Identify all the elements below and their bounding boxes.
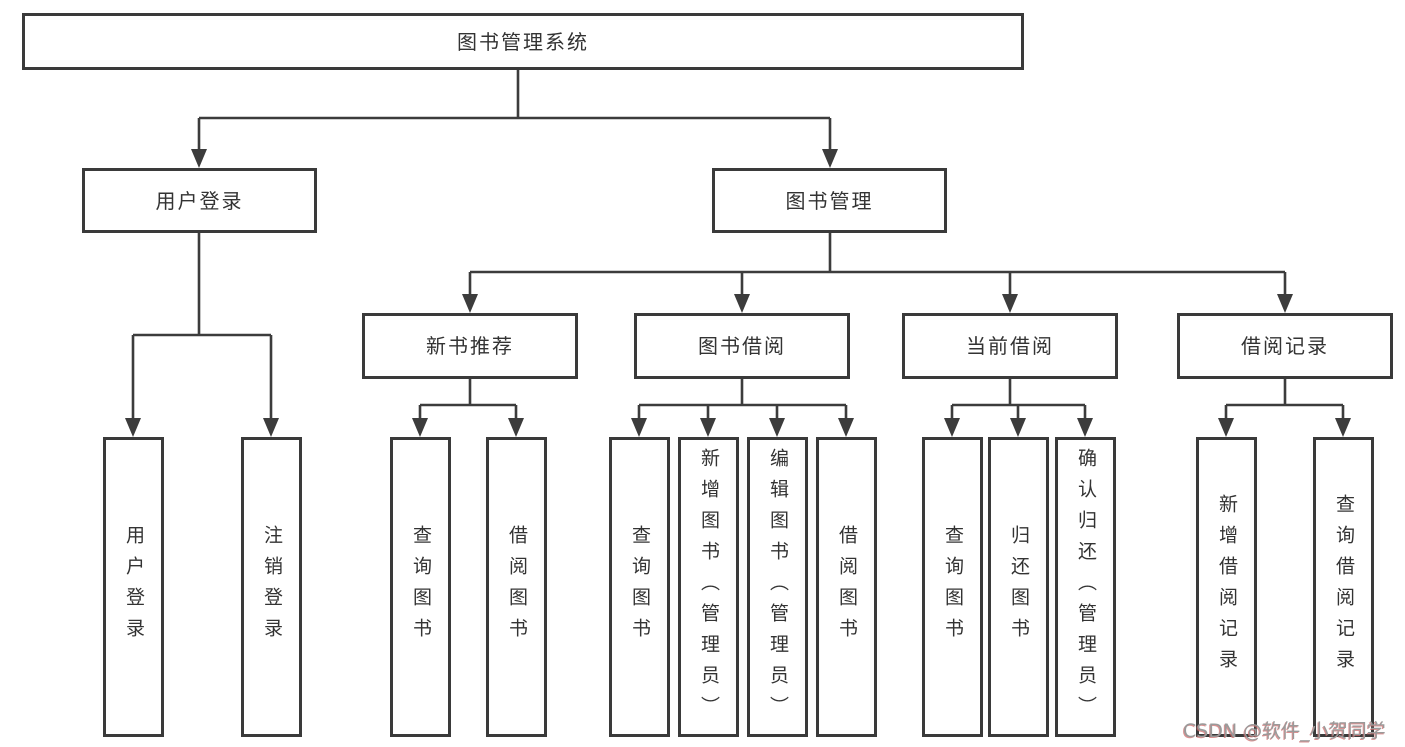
- leaf-logout: 注销登录: [241, 437, 302, 737]
- node-book-borrow: 图书借阅: [634, 313, 850, 379]
- leaf-query-book: 查询图书: [390, 437, 451, 737]
- leaf-confirm-return-admin: 确认归还（管理员）: [1055, 437, 1116, 737]
- leaf-query-book-2: 查询图书: [609, 437, 670, 737]
- node-current-borrow: 当前借阅: [902, 313, 1118, 379]
- arrowheads: [125, 149, 1351, 437]
- leaf-add-book-admin: 新增图书（管理员）: [678, 437, 739, 737]
- leaf-add-borrow-record: 新增借阅记录: [1196, 437, 1257, 737]
- leaf-borrow-book: 借阅图书: [486, 437, 547, 737]
- node-new-book-recommend: 新书推荐: [362, 313, 578, 379]
- leaf-return-book: 归还图书: [988, 437, 1049, 737]
- leaf-query-book-3: 查询图书: [922, 437, 983, 737]
- node-book-management: 图书管理: [712, 168, 947, 233]
- leaf-query-borrow-record: 查询借阅记录: [1313, 437, 1374, 737]
- node-user-login: 用户登录: [82, 168, 317, 233]
- node-library-management-system: 图书管理系统: [22, 13, 1024, 70]
- leaf-edit-book-admin: 编辑图书（管理员）: [747, 437, 808, 737]
- node-borrow-records: 借阅记录: [1177, 313, 1393, 379]
- leaf-borrow-book-2: 借阅图书: [816, 437, 877, 737]
- leaf-user-login: 用户登录: [103, 437, 164, 737]
- watermark: CSDN @软件_小贺同学: [1183, 720, 1386, 742]
